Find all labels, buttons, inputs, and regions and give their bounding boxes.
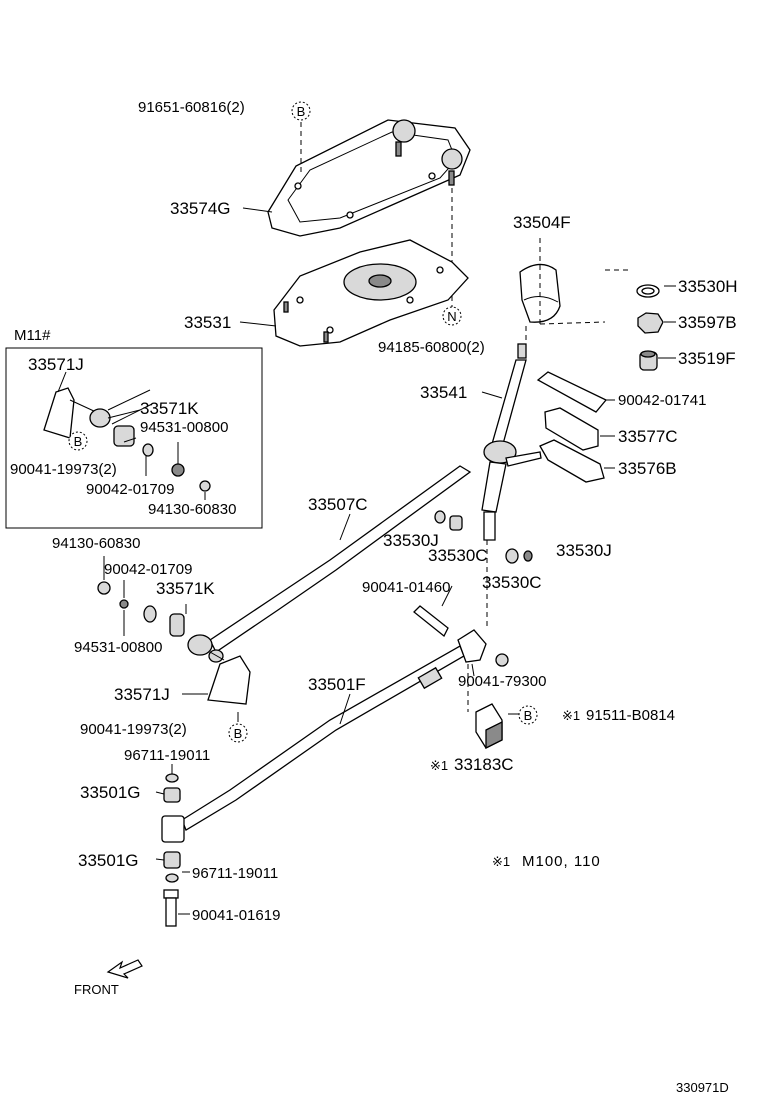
label-96711-19011-a: 96711-19011: [124, 747, 210, 764]
front-arrow-icon: [106, 959, 143, 979]
label-33571K: 33571K: [156, 579, 215, 598]
label-90041-01619: 90041-01619: [192, 907, 280, 924]
lower-bushing-stack: [161, 773, 185, 927]
label-90042-01709: 90042-01709: [104, 561, 192, 578]
diagram-id: 330971D: [676, 1080, 729, 1095]
label-33530H: 33530H: [678, 277, 738, 296]
stopper-33183C: [475, 703, 503, 750]
note-m100-110: M100, 110: [522, 853, 601, 870]
ref-mark-2: ※1: [430, 758, 448, 773]
shift-boot-plate-33531: [273, 239, 469, 347]
label-94185-60800: 94185-60800(2): [378, 339, 485, 356]
svg-text:B: B: [234, 726, 243, 741]
label-90041-01460: 90041-01460: [362, 579, 450, 596]
label-33183C: 33183C: [454, 755, 514, 774]
leader-dash: [539, 321, 606, 325]
inset-label-94130-60830: 94130-60830: [148, 501, 236, 518]
bracket-33576B: [539, 439, 605, 483]
label-33501G-a: 33501G: [80, 783, 141, 802]
marker-B-4: B: [228, 723, 248, 743]
label-33597B: 33597B: [678, 313, 737, 332]
inset-title: M11#: [14, 327, 51, 344]
svg-text:N: N: [447, 309, 456, 324]
ref-mark-1: ※1: [562, 708, 580, 723]
label-33530C-b: 33530C: [482, 573, 542, 592]
label-91651-60816: 91651-60816(2): [138, 99, 245, 116]
marker-B-2: B: [68, 431, 88, 451]
marker-N: N: [442, 306, 462, 326]
label-90042-01741: 90042-01741: [618, 392, 706, 409]
label-33530J-b: 33530J: [556, 541, 612, 560]
label-91511-B0814: 91511-B0814: [586, 707, 675, 724]
label-33577C: 33577C: [618, 427, 678, 446]
leader-lines: [57, 207, 676, 915]
bushings-33530: [434, 510, 533, 564]
label-33501G-b: 33501G: [78, 851, 139, 870]
label-33530J-a: 33530J: [383, 531, 439, 550]
svg-text:B: B: [297, 104, 306, 119]
label-33576B: 33576B: [618, 459, 677, 478]
label-33574G: 33574G: [170, 199, 231, 218]
inset-label-90041-19973: 90041-19973(2): [10, 461, 117, 478]
label-33504F: 33504F: [513, 213, 571, 232]
svg-text:B: B: [524, 708, 533, 723]
label-33530C-a: 33530C: [428, 546, 488, 565]
left-lower-parts: [97, 581, 251, 705]
label-94130-60830: 94130-60830: [52, 535, 140, 552]
marker-B-3: B: [518, 705, 538, 725]
label-33507C: 33507C: [308, 495, 368, 514]
snap-ring-33530H: [636, 284, 660, 298]
ref-mark-3: ※1: [492, 854, 510, 869]
label-33519F: 33519F: [678, 349, 736, 368]
label-33571J: 33571J: [114, 685, 170, 704]
label-33531: 33531: [184, 313, 231, 332]
front-label: FRONT: [74, 982, 119, 997]
svg-text:B: B: [74, 434, 83, 449]
plate-90042-01741: [536, 371, 608, 413]
label-90041-79300: 90041-79300: [458, 673, 546, 690]
label-96711-19011-b: 96711-19011: [192, 865, 278, 882]
bushing-33519F: [639, 350, 658, 371]
marker-B-1: B: [291, 101, 311, 121]
shift-cover-33574G: [267, 119, 471, 237]
label-33501F: 33501F: [308, 675, 366, 694]
bracket-33577C: [544, 407, 599, 451]
inset-label-90042-01709: 90042-01709: [86, 481, 174, 498]
select-rod-33501F: [181, 605, 509, 831]
label-90041-19973: 90041-19973(2): [80, 721, 187, 738]
shift-lever-33541: [481, 343, 542, 541]
inset-label-33571K: 33571K: [140, 399, 199, 418]
inset-frame: [5, 347, 263, 529]
label-94531-00800: 94531-00800: [74, 639, 162, 656]
inset-label-94531-00800: 94531-00800: [140, 419, 228, 436]
inset-label-33571J: 33571J: [28, 355, 84, 374]
inset-parts: [43, 387, 211, 492]
label-33541: 33541: [420, 383, 467, 402]
nut-33597B: [637, 312, 664, 334]
